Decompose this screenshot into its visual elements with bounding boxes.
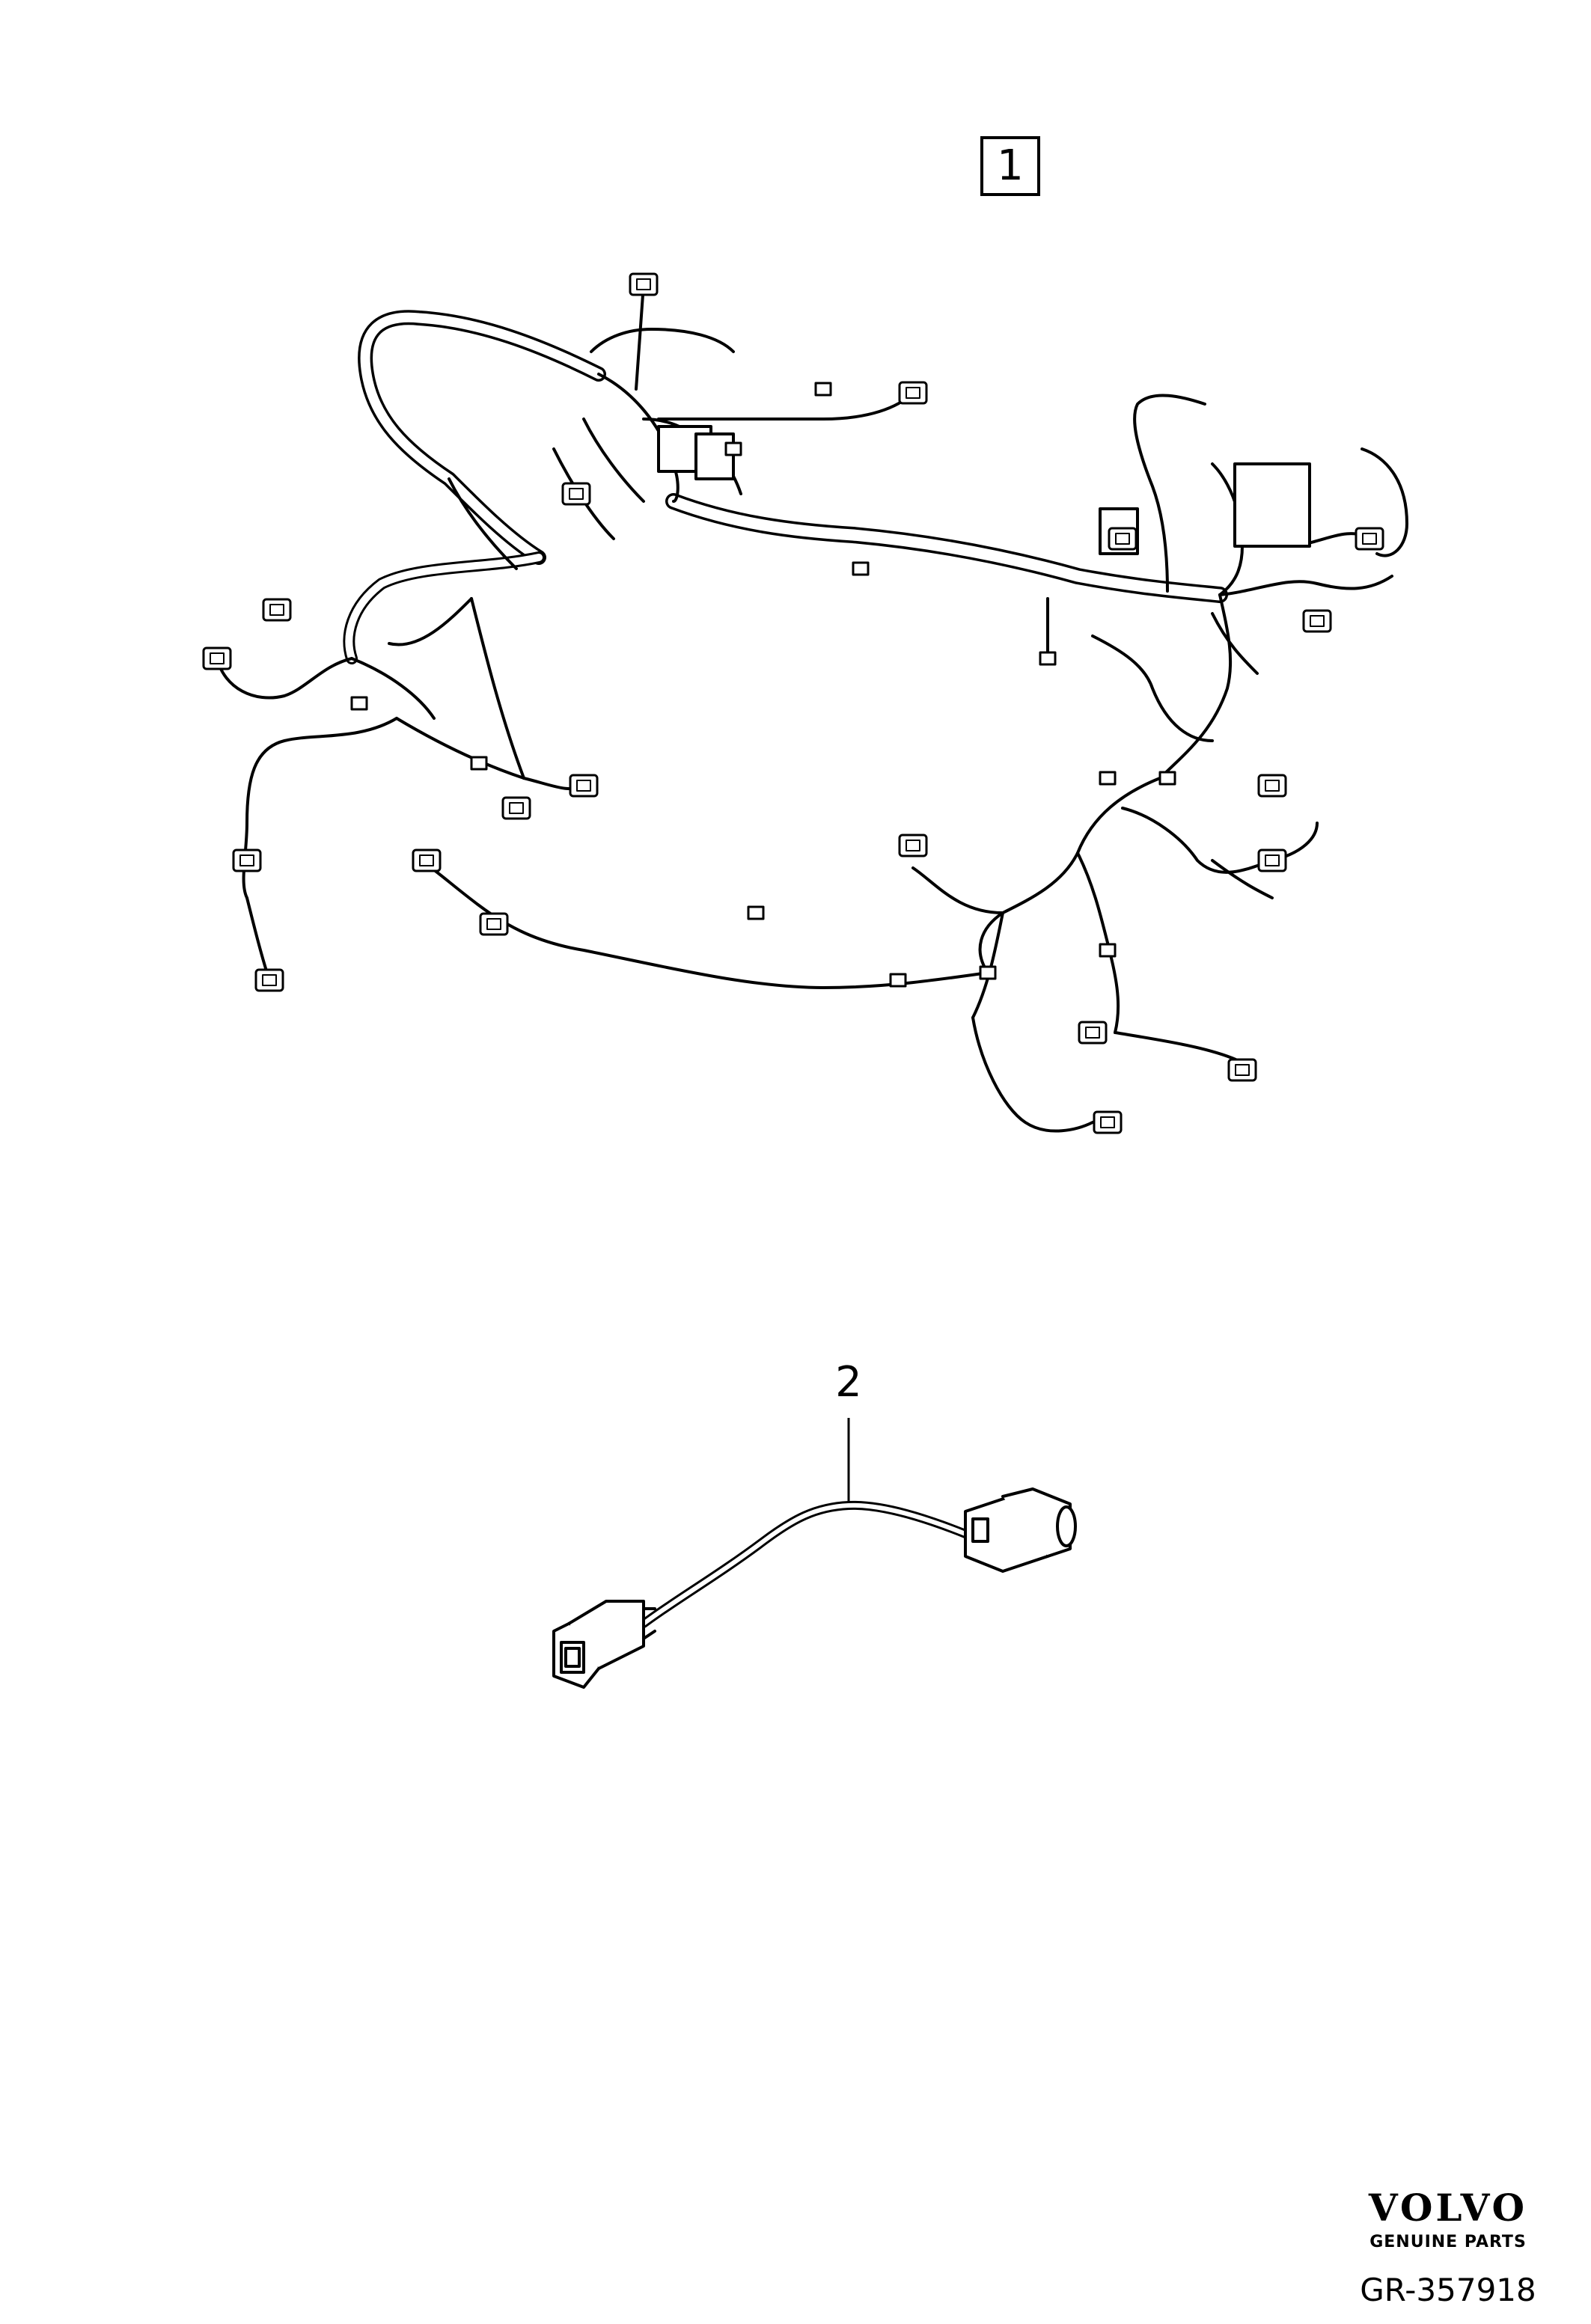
harness-lower-branches (911, 777, 1319, 1133)
wire-with-connectors (552, 1487, 1077, 1689)
harness-clips (350, 382, 1176, 988)
harness-upper-left-loop (343, 310, 606, 664)
connector-left (552, 1600, 656, 1689)
connector-right (964, 1487, 1077, 1573)
wiring-harness (202, 272, 1408, 1134)
callout-1-box: 1 (980, 136, 1040, 196)
harness-lower-long-branch (418, 859, 989, 989)
brand-logo: VOLVO (1368, 2186, 1528, 2230)
callout-2-label: 2 (835, 1358, 862, 1407)
callout-1-label: 1 (997, 141, 1024, 190)
figure-id: GR-357918 (1360, 2272, 1536, 2308)
harness-main-trunk (665, 493, 1228, 603)
harness-center-cluster (552, 283, 914, 540)
brand-tagline: GENUINE PARTS (1369, 2233, 1527, 2251)
